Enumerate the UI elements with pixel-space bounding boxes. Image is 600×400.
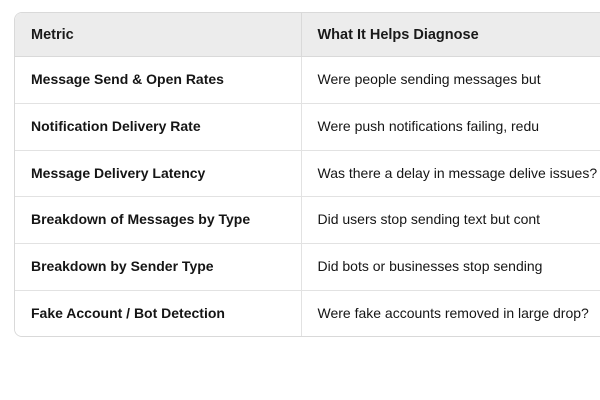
cell-metric: Message Delivery Latency	[15, 150, 302, 198]
column-header-metric: Metric	[15, 13, 302, 58]
column-header-diagnose: What It Helps Diagnose	[301, 13, 600, 58]
cell-diagnose: Was there a delay in message delive issu…	[301, 150, 600, 198]
table-header: Metric What It Helps Diagnose	[15, 13, 600, 58]
cell-metric: Notification Delivery Rate	[15, 103, 302, 151]
cell-diagnose: Did users stop sending text but cont	[301, 196, 600, 244]
table-header-row: Metric What It Helps Diagnose	[15, 13, 600, 58]
table-row: Message Send & Open Rates Were people se…	[15, 56, 600, 104]
cell-diagnose: Were fake accounts removed in large drop…	[317, 304, 589, 321]
table-row: Breakdown by Sender Type Did bots or bus…	[15, 243, 600, 291]
table-body: Message Send & Open Rates Were people se…	[15, 56, 600, 337]
cell-diagnose: Were people sending messages but	[301, 56, 600, 104]
table-row: Fake Account / Bot Detection Were fake a…	[15, 290, 600, 337]
diagnostic-table-container: Metric What It Helps Diagnose Message Se…	[14, 12, 600, 338]
cell-diagnose: Were push notifications failing, redu	[301, 103, 600, 151]
cell-metric: Breakdown of Messages by Type	[15, 196, 302, 244]
diagnostic-table: Metric What It Helps Diagnose Message Se…	[15, 13, 600, 337]
cell-diagnose: Did bots or businesses stop sending	[301, 243, 600, 291]
cell-metric: Fake Account / Bot Detection	[15, 290, 302, 337]
table-row: Breakdown of Messages by Type Did users …	[15, 196, 600, 244]
table-row: Message Delivery Latency Was there a del…	[15, 150, 600, 198]
cell-metric: Message Send & Open Rates	[15, 56, 302, 104]
table-row: Notification Delivery Rate Were push not…	[15, 103, 600, 151]
cell-metric: Breakdown by Sender Type	[15, 243, 302, 291]
